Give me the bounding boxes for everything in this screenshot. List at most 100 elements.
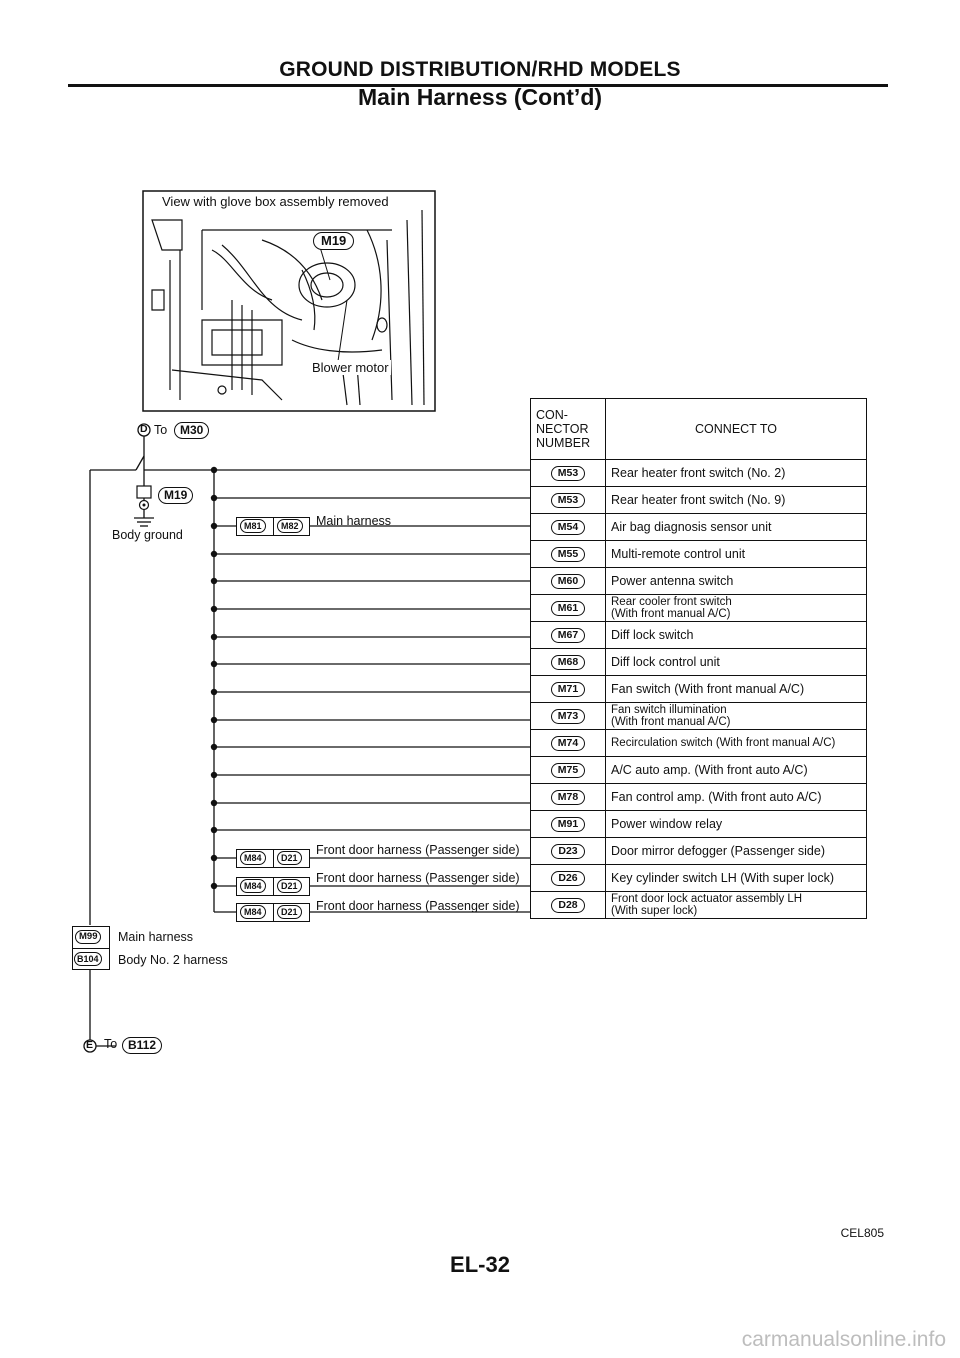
connect-to-cell: Multi-remote control unit: [605, 540, 867, 568]
connect-to-cell: Air bag diagnosis sensor unit: [605, 513, 867, 541]
lower-harness-label: Body No. 2 harness: [118, 953, 228, 967]
column-header-connect-to: CONNECT TO: [605, 398, 867, 460]
connector-cell: M71: [530, 675, 606, 703]
connector-number: M91: [551, 817, 585, 832]
connector-number: M68: [551, 655, 585, 670]
connect-to-cell: Key cylinder switch LH (With super lock): [605, 864, 867, 892]
connect-to-cell: Recirculation switch (With front manual …: [605, 729, 867, 757]
table-row: M75 A/C auto amp. (With front auto A/C): [530, 756, 867, 784]
connect-to-cell: Fan switch (With front manual A/C): [605, 675, 867, 703]
connect-to-cell: Fan control amp. (With front auto A/C): [605, 783, 867, 811]
bottom-target-connector: B112: [122, 1036, 163, 1054]
table-header-row: CON- NECTOR NUMBER CONNECT TO: [530, 398, 867, 460]
connector-number: M60: [551, 574, 585, 589]
photo-connector-callout: M19: [313, 232, 355, 250]
connector-number: D28: [551, 898, 585, 913]
page-number: EL-32: [450, 1252, 510, 1277]
connect-to-cell: Door mirror defogger (Passenger side): [605, 837, 867, 865]
door-pair-label: Front door harness (Passenger side): [316, 843, 520, 857]
connect-to-cell: Rear heater front switch (No. 2): [605, 459, 867, 487]
connector-number: M75: [551, 763, 585, 778]
table-row: M71 Fan switch (With front manual A/C): [530, 675, 867, 703]
main-pair-label: Main harness: [316, 514, 392, 528]
top-connector-letter: D: [140, 423, 148, 435]
lower-connector-b104: B104: [74, 952, 102, 966]
connect-to-cell: Diff lock switch: [605, 621, 867, 649]
connector-cell: M60: [530, 567, 606, 595]
connector-label: M19: [313, 232, 355, 250]
connector-cell: D28: [530, 891, 606, 919]
connector-number: M53: [551, 466, 585, 481]
connector-cell: M54: [530, 513, 606, 541]
connector-cell: D23: [530, 837, 606, 865]
lower-harness-label: Main harness: [118, 930, 194, 944]
connector-cell: M75: [530, 756, 606, 784]
to-prefix-bottom: To: [104, 1037, 118, 1051]
connector-cell: M61: [530, 594, 606, 622]
main-pair-right: M82: [277, 519, 303, 533]
connect-to-cell: Diff lock control unit: [605, 648, 867, 676]
connector-number: M71: [551, 682, 585, 697]
table-row: M67 Diff lock switch: [530, 621, 867, 649]
connector-cell: M67: [530, 621, 606, 649]
connector-number: M61: [551, 601, 585, 616]
connector-number: M67: [551, 628, 585, 643]
connector-number: M55: [551, 547, 585, 562]
table-row: M60 Power antenna switch: [530, 567, 867, 595]
figure-code: CEL805: [840, 1226, 884, 1240]
door-harness-pair: M84 D21: [236, 877, 310, 896]
door-pair-label: Front door harness (Passenger side): [316, 871, 520, 885]
connector-cell: M73: [530, 702, 606, 730]
connect-to-cell: Power antenna switch: [605, 567, 867, 595]
column-header-connector: CON- NECTOR NUMBER: [530, 398, 606, 460]
table-row: D23 Door mirror defogger (Passenger side): [530, 837, 867, 865]
door-pair-label: Front door harness (Passenger side): [316, 899, 520, 913]
connect-to-cell: Rear heater front switch (No. 9): [605, 486, 867, 514]
table-row: M55 Multi-remote control unit: [530, 540, 867, 568]
connector-number: D26: [551, 871, 585, 886]
connector-cell: M55: [530, 540, 606, 568]
header-rule: [68, 84, 888, 87]
ground-connector: M19: [158, 486, 194, 504]
page-title: GROUND DISTRIBUTION/RHD MODELS: [279, 58, 681, 81]
connector-number: D23: [551, 844, 585, 859]
table-row: M53 Rear heater front switch (No. 9): [530, 486, 867, 514]
connect-to-cell: Rear cooler front switch (With front man…: [605, 594, 867, 622]
bottom-connector-letter: E: [86, 1039, 94, 1051]
table-row: M53 Rear heater front switch (No. 2): [530, 459, 867, 487]
connector-cell: D26: [530, 864, 606, 892]
photo-caption: View with glove box assembly removed: [160, 194, 391, 209]
table-row: M68 Diff lock control unit: [530, 648, 867, 676]
connector-cell: M78: [530, 783, 606, 811]
door-harness-pair: M84 D21: [236, 849, 310, 868]
connect-to-cell: Power window relay: [605, 810, 867, 838]
connector-number: M73: [551, 709, 585, 724]
watermark: carmanualsonline.info: [741, 1328, 946, 1351]
page-subtitle: Main Harness (Cont’d): [357, 84, 603, 110]
door-harness-pair: M84 D21: [236, 903, 310, 922]
connector-cell: M74: [530, 729, 606, 757]
connector-cell: M53: [530, 459, 606, 487]
to-prefix-top: To: [154, 423, 168, 437]
top-target-connector: M30: [174, 421, 210, 439]
table-row: M61 Rear cooler front switch (With front …: [530, 594, 867, 622]
connect-to-cell: A/C auto amp. (With front auto A/C): [605, 756, 867, 784]
table-row: M73 Fan switch illumination (With front m…: [530, 702, 867, 730]
connector-cell: M91: [530, 810, 606, 838]
main-pair-left: M81: [240, 519, 266, 533]
table-row: M78 Fan control amp. (With front auto A/C…: [530, 783, 867, 811]
blower-motor-label: Blower motor: [310, 360, 391, 375]
lower-connector-m99: M99: [75, 930, 102, 944]
connector-number: M78: [551, 790, 585, 805]
connector-number: M53: [551, 493, 585, 508]
connect-to-cell: Fan switch illumination (With front manu…: [605, 702, 867, 730]
body-ground-label: Body ground: [112, 528, 183, 542]
connector-cell: M68: [530, 648, 606, 676]
table-row: D26 Key cylinder switch LH (With super lo…: [530, 864, 867, 892]
connector-cell: M53: [530, 486, 606, 514]
